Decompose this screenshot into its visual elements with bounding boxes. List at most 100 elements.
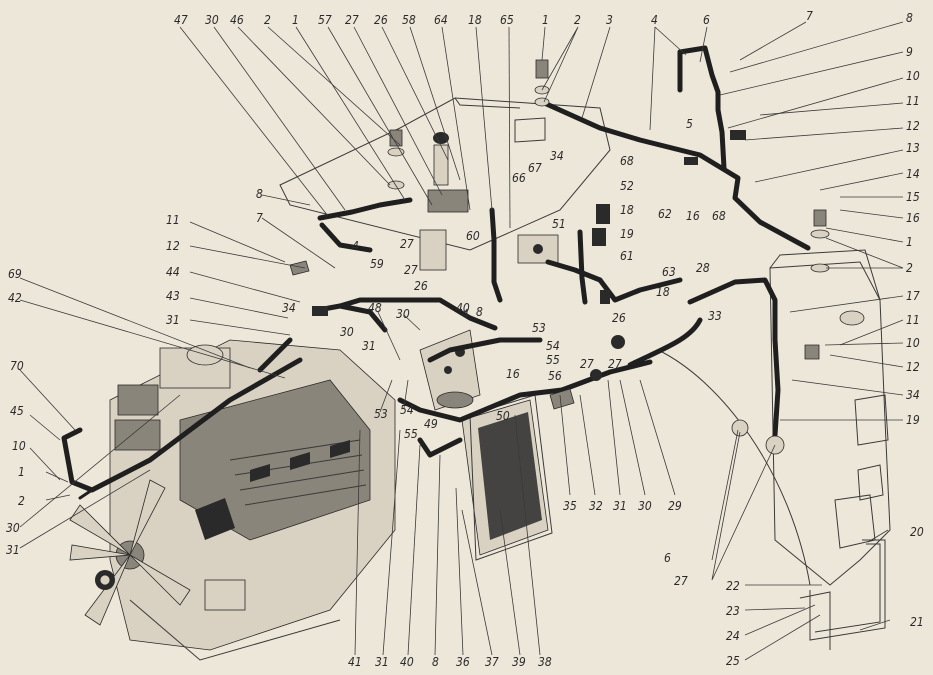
callout-70: 70	[10, 359, 24, 373]
callout-41: 41	[348, 655, 362, 669]
callout-27: 27	[345, 13, 359, 27]
callout-1d: 1	[18, 465, 25, 479]
callout-38: 38	[538, 655, 552, 669]
callout-labels: 47 30 46 2 1 57 27 26 58 64 18 65 1 2 3 …	[6, 9, 924, 669]
callout-68b: 68	[712, 209, 726, 223]
callout-55: 55	[546, 353, 560, 367]
callout-5: 5	[686, 117, 693, 131]
callout-23: 23	[726, 604, 740, 618]
callout-6: 6	[703, 13, 710, 27]
callout-27f: 27	[608, 357, 622, 371]
callout-8c: 8	[256, 187, 263, 201]
callout-46: 46	[230, 13, 244, 27]
callout-69: 69	[8, 267, 22, 281]
callout-12b: 12	[906, 360, 920, 374]
callout-12c: 12	[166, 239, 180, 253]
callout-7b: 7	[256, 211, 263, 225]
callout-13: 13	[906, 141, 920, 155]
callout-10b: 10	[906, 336, 920, 350]
callout-53b: 53	[374, 407, 388, 421]
callout-49: 49	[424, 417, 438, 431]
callout-32: 32	[589, 499, 603, 513]
callout-8: 8	[906, 11, 913, 25]
callout-19: 19	[906, 413, 920, 427]
callout-4: 4	[651, 13, 658, 27]
callout-57: 57	[318, 13, 332, 27]
callout-36: 36	[456, 655, 470, 669]
callout-34c: 34	[550, 149, 564, 163]
callout-54: 54	[546, 339, 560, 353]
callout-50: 50	[496, 409, 510, 423]
callout-19b: 19	[620, 227, 634, 241]
callout-27b: 27	[674, 574, 688, 588]
callout-61: 61	[620, 249, 634, 263]
callout-67: 67	[528, 161, 542, 175]
callout-66: 66	[512, 171, 526, 185]
callout-31b: 31	[613, 499, 627, 513]
callout-53: 53	[532, 321, 546, 335]
callout-27e: 27	[580, 357, 594, 371]
callout-2d: 2	[18, 494, 25, 508]
callout-44: 44	[166, 265, 180, 279]
callout-30e: 30	[340, 325, 354, 339]
callout-6b: 6	[664, 551, 671, 565]
callout-62: 62	[658, 207, 672, 221]
callout-2: 2	[264, 13, 271, 27]
callout-40b: 40	[456, 301, 470, 315]
callout-15: 15	[906, 190, 920, 204]
callout-30b: 30	[638, 499, 652, 513]
callout-12: 12	[906, 119, 920, 133]
callout-16b: 16	[686, 209, 700, 223]
callout-35: 35	[563, 499, 577, 513]
fuel-filter-panel	[461, 394, 553, 561]
callout-60: 60	[466, 229, 480, 243]
cooling-fan	[69, 479, 191, 626]
callout-11b: 11	[906, 313, 920, 327]
callout-55b: 55	[404, 427, 418, 441]
callout-43: 43	[166, 289, 180, 303]
callout-16c: 16	[506, 367, 520, 381]
callout-54b: 54	[400, 403, 414, 417]
callout-59: 59	[370, 257, 384, 271]
callout-31: 31	[375, 655, 389, 669]
callout-34b: 34	[282, 301, 296, 315]
callout-2b: 2	[574, 13, 581, 27]
callout-58: 58	[402, 13, 416, 27]
callout-65: 65	[500, 13, 514, 27]
callout-30c: 30	[6, 521, 20, 535]
callout-10c: 10	[12, 439, 26, 453]
engine-block	[109, 339, 396, 661]
leader-lines	[19, 21, 904, 661]
callout-30: 30	[205, 13, 219, 27]
callout-26c: 26	[612, 311, 626, 325]
callout-18: 18	[468, 13, 482, 27]
callout-10: 10	[906, 69, 920, 83]
fuel-lines	[61, 45, 811, 500]
callout-2c: 2	[906, 261, 913, 275]
callout-31e: 31	[362, 339, 376, 353]
callout-1: 1	[292, 13, 299, 27]
fittings	[289, 59, 830, 455]
callout-63: 63	[662, 265, 676, 279]
callout-39: 39	[512, 655, 526, 669]
tank-bracket	[799, 539, 886, 650]
callout-9: 9	[906, 45, 913, 59]
callout-47: 47	[174, 13, 188, 27]
callout-37: 37	[485, 655, 499, 669]
callout-31c: 31	[6, 543, 20, 557]
callout-21: 21	[910, 615, 924, 629]
callout-8d: 8	[476, 305, 483, 319]
callout-31d: 31	[166, 313, 180, 327]
callout-11c: 11	[166, 213, 180, 227]
callout-29: 29	[668, 499, 682, 513]
callout-33: 33	[708, 309, 722, 323]
callout-11: 11	[906, 94, 920, 108]
callout-7: 7	[806, 9, 813, 23]
upper-fuel-tank	[279, 97, 611, 251]
callout-27c: 27	[400, 237, 414, 251]
callout-48: 48	[368, 301, 382, 315]
callout-34: 34	[906, 388, 920, 402]
callout-45: 45	[10, 404, 24, 418]
callout-30d: 30	[396, 307, 410, 321]
